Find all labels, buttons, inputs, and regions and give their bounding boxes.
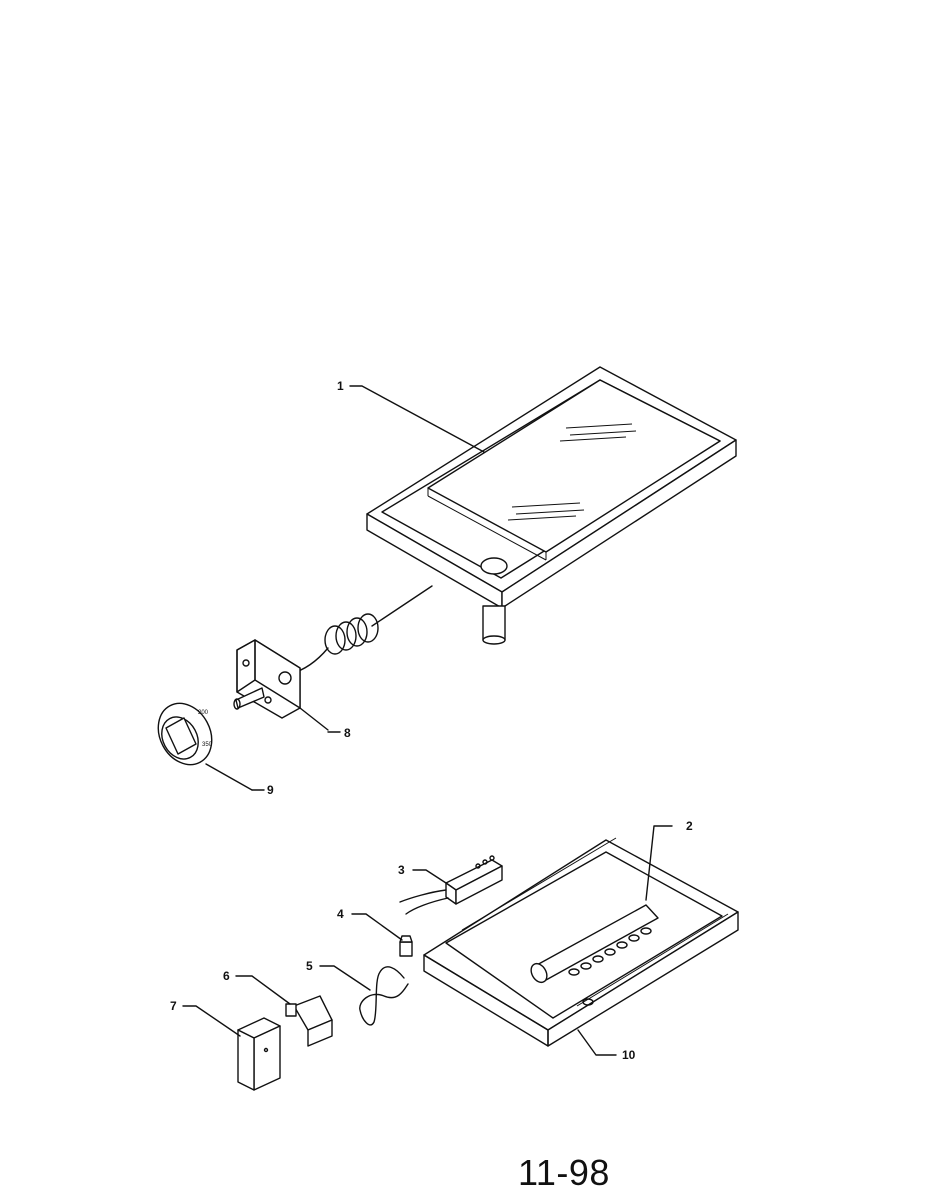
callout-1: 1 [337,379,344,393]
igniter-electrode [399,855,503,915]
callout-2: 2 [686,819,693,833]
leader-line-1 [349,385,485,453]
griddle-plate [366,366,737,645]
mounting-bracket [182,1005,281,1091]
callout-7: 7 [170,999,177,1013]
svg-text:350: 350 [202,742,213,748]
thermostat [233,585,433,731]
thermocouple [319,965,409,1026]
callout-10: 10 [622,1048,636,1062]
callout-8: 8 [344,726,351,740]
page-number: 11-98 [518,1152,610,1193]
burner-pan [423,825,739,1056]
callout-9: 9 [267,783,274,797]
callout-6: 6 [223,969,230,983]
orifice [351,913,413,957]
callout-5: 5 [306,959,313,973]
callout-3: 3 [398,863,405,877]
gas-valve [235,975,333,1047]
control-knob: 200 350 [157,702,253,791]
svg-text:200: 200 [198,710,209,716]
callout-4: 4 [337,907,344,921]
